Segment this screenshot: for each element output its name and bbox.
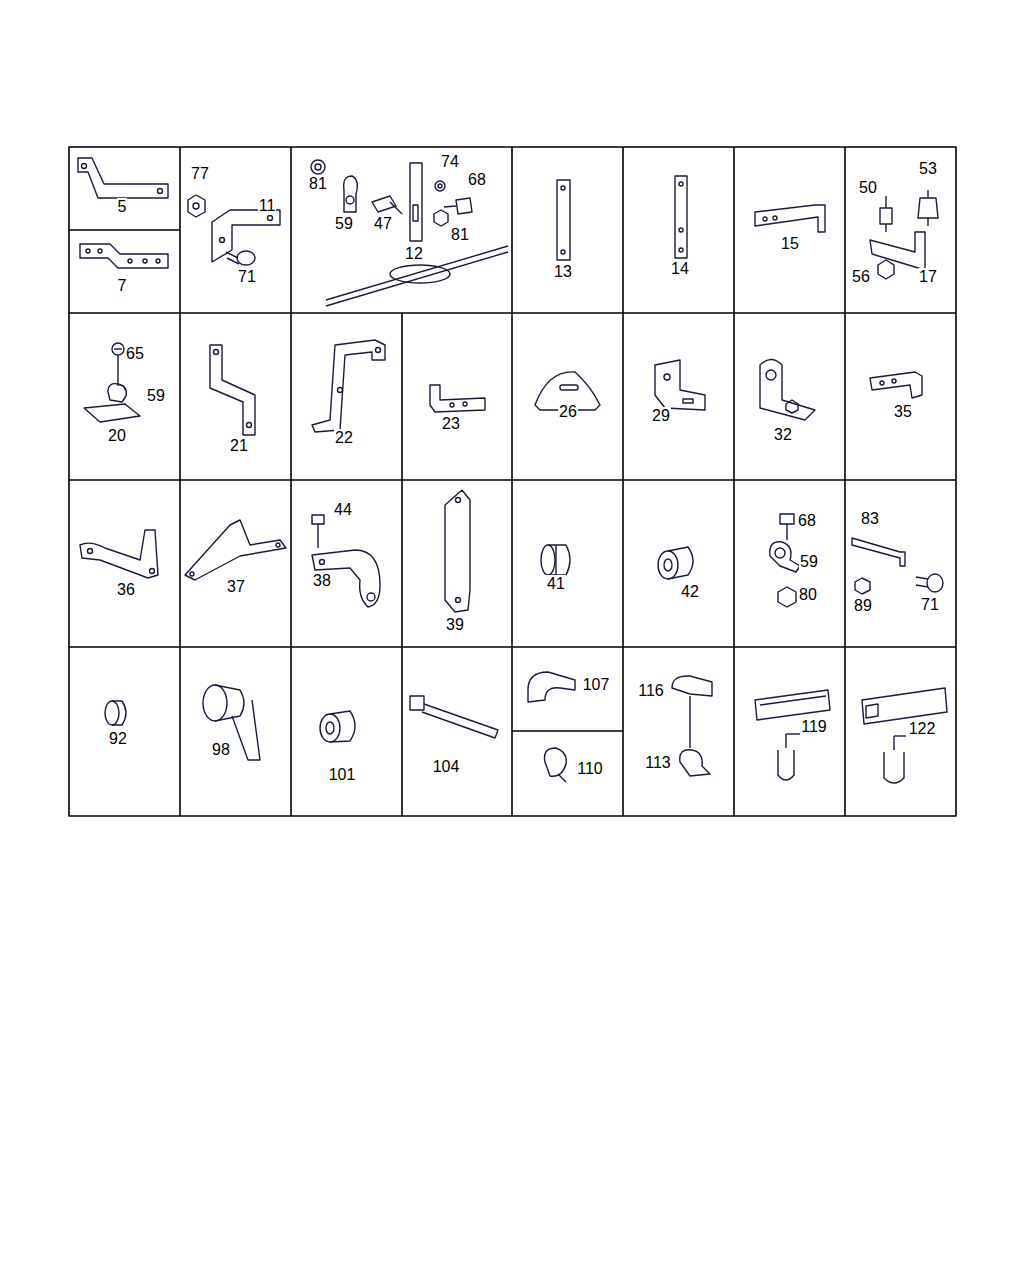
callout-number: 11 — [258, 197, 277, 215]
callout-number: 81 — [308, 175, 328, 193]
callout-number: 50 — [858, 179, 878, 197]
callout-number: 107 — [582, 676, 611, 694]
callout-number: 37 — [226, 578, 246, 596]
callout-number: 71 — [920, 596, 940, 614]
callout-number: 44 — [333, 501, 353, 519]
callout-number: 59 — [146, 387, 166, 405]
callout-number: 47 — [373, 215, 393, 233]
callout-number: 38 — [312, 572, 332, 590]
callout-number: 104 — [432, 758, 461, 776]
callout-number: 12 — [404, 245, 424, 263]
callout-number: 36 — [116, 581, 136, 599]
callout-number: 20 — [107, 427, 127, 445]
callout-number: 14 — [670, 260, 690, 278]
callout-number: 7 — [117, 277, 128, 295]
callout-number: 15 — [780, 235, 800, 253]
callout-number: 77 — [190, 165, 210, 183]
callout-number: 53 — [918, 160, 938, 178]
callout-number: 92 — [108, 730, 128, 748]
callout-number: 122 — [908, 720, 937, 738]
callout-number: 80 — [798, 586, 818, 604]
callout-number: 22 — [334, 429, 354, 447]
callout-number: 23 — [441, 415, 461, 433]
callout-number: 101 — [328, 766, 357, 784]
callout-number: 71 — [237, 268, 257, 286]
callout-number: 110 — [576, 760, 604, 778]
callout-number: 35 — [893, 403, 913, 421]
callout-number: 98 — [211, 741, 231, 759]
callout-number: 68 — [467, 171, 487, 189]
callout-number: 39 — [445, 616, 465, 634]
callout-number: 81 — [450, 226, 470, 244]
callout-number: 83 — [860, 510, 880, 528]
callout-number: 89 — [853, 597, 873, 615]
callout-number: 42 — [680, 583, 700, 601]
callout-number: 56 — [851, 268, 871, 286]
callout-number: 59 — [799, 553, 819, 571]
callout-number: 116 — [637, 682, 665, 700]
callout-number: 17 — [918, 268, 938, 286]
callout-number: 32 — [773, 426, 793, 444]
callout-number: 13 — [553, 263, 573, 281]
callout-number: 119 — [800, 718, 828, 736]
callout-number: 41 — [546, 575, 566, 593]
callout-number: 74 — [440, 153, 460, 171]
callout-number: 5 — [117, 198, 128, 216]
callout-number: 26 — [558, 403, 578, 421]
callout-number: 29 — [651, 407, 671, 425]
callout-number: 59 — [334, 215, 354, 233]
callout-number: 68 — [797, 512, 817, 530]
callout-number: 65 — [125, 345, 145, 363]
grid — [69, 147, 956, 816]
callout-number: 113 — [644, 754, 672, 772]
callout-number: 21 — [229, 437, 249, 455]
